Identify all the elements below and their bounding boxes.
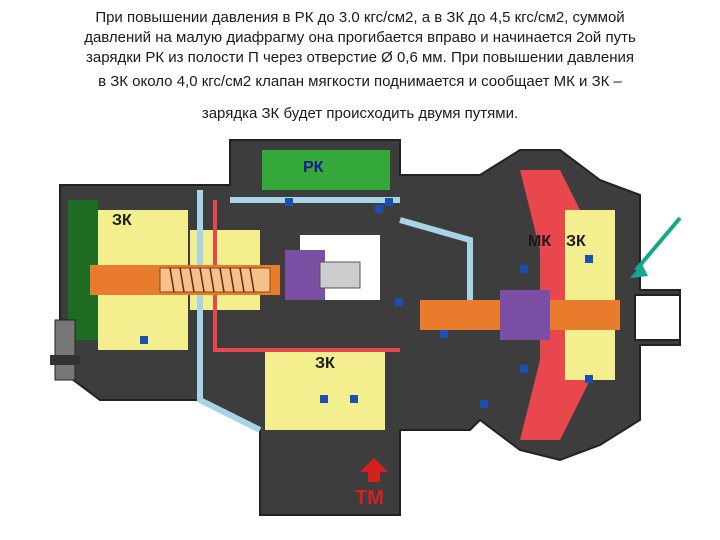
- left-fitting: [54, 319, 76, 381]
- label-zk-left: ЗК: [112, 212, 132, 229]
- port-markers: [140, 198, 593, 408]
- description-line-1: При повышении давления в РК до 3.0 кгс/с…: [95, 9, 625, 26]
- purple-piston: [285, 250, 325, 300]
- left-fitting-cap: [50, 355, 80, 365]
- label-rk: РК: [303, 159, 324, 176]
- description-line-3: зарядки РК из полости П через отверстие …: [85, 49, 635, 66]
- description-line-4: в ЗК около 4,0 кгс/см2 клапан мягкости п…: [98, 73, 622, 90]
- right-end-cap: [634, 294, 681, 341]
- label-zk-right: ЗК: [566, 233, 586, 250]
- passage-red: [213, 200, 400, 352]
- tm-arrow: [360, 458, 388, 482]
- rk-chamber: [262, 150, 390, 190]
- label-mk: МК: [528, 233, 551, 250]
- mk-chamber: [565, 210, 615, 380]
- gray-spring: [319, 261, 361, 289]
- description-line-2: давлений на малую диафрагму она прогибае…: [84, 29, 636, 46]
- pointer-arrow-head: [630, 264, 648, 278]
- zk-bottom-chamber: [265, 350, 385, 430]
- label-zk-bottom: ЗК: [315, 355, 335, 372]
- label-tm: ТМ: [355, 487, 384, 509]
- left-spring-coils: [169, 267, 255, 293]
- pointer-arrow: [634, 216, 682, 272]
- right-purple: [500, 290, 550, 340]
- description-line-5: зарядка ЗК будет происходить двумя путям…: [201, 105, 519, 122]
- passage-left: [197, 190, 262, 433]
